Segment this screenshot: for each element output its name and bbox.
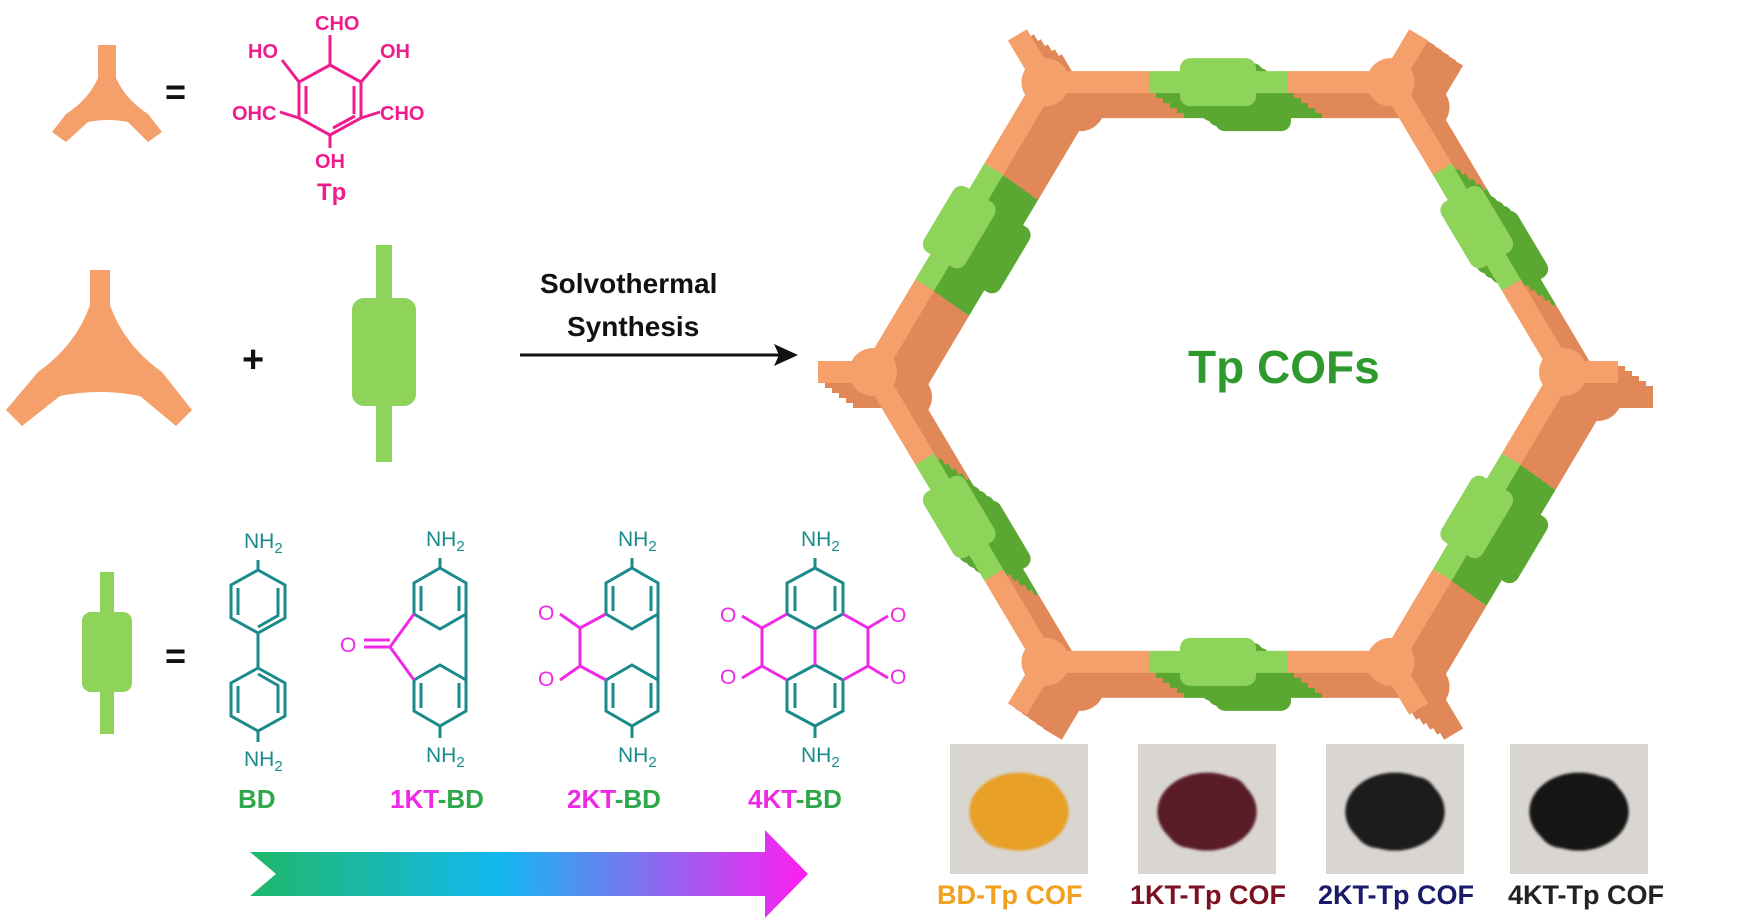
kt4-nh2-bottom: NH2 xyxy=(801,744,840,771)
cof-node xyxy=(849,348,897,396)
powder-lump xyxy=(1537,801,1588,848)
linker-large-icon xyxy=(352,245,416,462)
kt2-oxygen-bottom: O xyxy=(538,668,554,691)
cof-node xyxy=(1021,58,1070,107)
gradient-trend-arrow xyxy=(250,830,808,918)
powder-lump xyxy=(1016,776,1061,816)
kt4-structure xyxy=(741,558,889,738)
powder-pile xyxy=(969,772,1069,851)
photo-label-bd-tp: BD-Tp COF xyxy=(937,880,1083,910)
tp-ho-left: HO xyxy=(248,41,278,63)
reaction-arrow xyxy=(520,344,798,366)
kt4-label: 4KT-BD xyxy=(748,784,842,814)
kt4-oxygen-bottom-right: O xyxy=(890,666,906,689)
cof-node xyxy=(1366,637,1415,686)
tp-cho-top: CHO xyxy=(315,13,359,35)
photo-label-2kt-tp: 2KT-Tp COF xyxy=(1318,880,1474,910)
cof-linker-block xyxy=(1180,637,1256,686)
tp-label: Tp xyxy=(317,179,346,206)
bd-structure xyxy=(229,560,287,742)
reaction-label-line2: Synthesis xyxy=(567,311,699,342)
powder-photos xyxy=(950,744,1648,874)
kt4-nh2-top: NH2 xyxy=(801,528,840,555)
kt2-nh2-top: NH2 xyxy=(618,528,657,555)
cof-node xyxy=(1366,58,1415,107)
kt1-oxygen: O xyxy=(340,634,356,657)
tp-node-small-icon xyxy=(52,45,162,142)
kt1-label: 1KT-BD xyxy=(390,784,484,814)
powder-pile xyxy=(1529,772,1629,851)
cof-layer xyxy=(818,29,1618,715)
kt2-label: 2KT-BD xyxy=(567,784,661,814)
cof-layer xyxy=(853,54,1653,740)
tp-molecule-structure xyxy=(279,35,382,148)
powder-lump xyxy=(1204,776,1249,816)
tp-ohc-left: OHC xyxy=(232,103,276,125)
tp-oh-right: OH xyxy=(380,41,410,63)
powder-pile xyxy=(1157,772,1257,851)
bd-label: BD xyxy=(238,784,276,814)
linker-small-icon xyxy=(82,572,132,734)
powder-lump xyxy=(977,801,1028,848)
cof-linker-block xyxy=(1440,475,1514,559)
cof-linker-block xyxy=(1440,185,1514,269)
tp-cho-right: CHO xyxy=(380,103,424,125)
kt1-nh2-bottom: NH2 xyxy=(426,744,465,771)
kt4-oxygen-top-left: O xyxy=(720,604,736,627)
powder-lump xyxy=(1165,801,1216,848)
kt4-oxygen-bottom-left: O xyxy=(720,666,736,689)
tp-oh-bottom: OH xyxy=(315,151,345,173)
cof-hexagon-framework xyxy=(818,29,1653,740)
equals-sign-top: = xyxy=(165,71,186,112)
kt4-oxygen-top-right: O xyxy=(890,604,906,627)
cof-node xyxy=(1021,637,1070,686)
plus-sign: + xyxy=(242,339,264,381)
kt1-nh2-top: NH2 xyxy=(426,528,465,555)
cof-title: Tp COFs xyxy=(1188,341,1380,393)
cof-linker-block xyxy=(922,185,996,269)
bd-nh2-bottom: NH2 xyxy=(244,748,283,775)
kt2-nh2-bottom: NH2 xyxy=(618,744,657,771)
kt1-structure xyxy=(364,558,468,738)
cof-linker-block xyxy=(1180,58,1256,107)
kt2-oxygen-top: O xyxy=(538,602,554,625)
photo-label-4kt-tp: 4KT-Tp COF xyxy=(1508,880,1664,910)
cof-node xyxy=(1539,348,1587,396)
powder-lump xyxy=(1576,776,1621,816)
reaction-label-line1: Solvothermal xyxy=(540,268,717,299)
photo-label-1kt-tp: 1KT-Tp COF xyxy=(1130,880,1286,910)
cof-linker-block xyxy=(922,475,996,559)
tp-node-large-icon xyxy=(6,270,192,426)
kt2-structure xyxy=(559,558,660,738)
equals-sign-bottom: = xyxy=(165,635,186,676)
bd-nh2-top: NH2 xyxy=(244,530,283,557)
powder-pile xyxy=(1345,772,1445,851)
powder-lump xyxy=(1392,776,1437,816)
powder-lump xyxy=(1353,801,1404,848)
